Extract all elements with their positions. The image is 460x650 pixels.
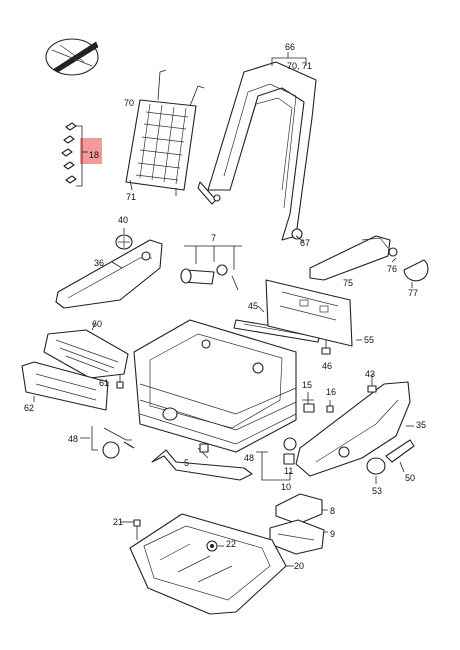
callout-60: 60 — [92, 319, 102, 329]
crossed-pencil-emblem-icon — [45, 38, 99, 76]
callout-43: 43 — [365, 369, 375, 379]
part-75-recline-handle — [295, 235, 429, 282]
callout-48-right: 48 — [244, 453, 254, 463]
part-15-16-46-fasteners — [302, 340, 334, 413]
callout-67: 67 — [300, 238, 310, 248]
callout-11: 11 — [284, 466, 293, 476]
seat-frame-assembly — [133, 319, 297, 453]
callout-70: 70 — [124, 98, 134, 108]
callout-48-left: 48 — [68, 434, 78, 444]
callout-50: 50 — [405, 473, 415, 483]
callout-8: 8 — [330, 506, 335, 516]
part-66-seatback-frame — [197, 52, 317, 241]
callout-77: 77 — [408, 288, 418, 298]
part-20-seat-base — [129, 513, 294, 615]
part-10-11-components — [256, 437, 297, 481]
part-36-side-trim — [55, 239, 163, 309]
callout-7: 7 — [211, 233, 216, 243]
part-5-fastener — [197, 443, 209, 459]
callout-76: 76 — [387, 264, 397, 274]
part-60-switch-panel — [43, 329, 129, 379]
part-62-lower-trim — [21, 361, 109, 411]
callout-53: 53 — [372, 486, 382, 496]
callout-66: 66 — [285, 42, 295, 52]
part-50-bracket — [385, 439, 415, 463]
highlight-box-18 — [80, 138, 102, 164]
callout-36: 36 — [94, 258, 104, 268]
callout-35: 35 — [416, 420, 426, 430]
callout-45: 45 — [248, 301, 258, 311]
part-7-motor-assembly — [180, 245, 242, 291]
callout-5: 5 — [184, 458, 189, 468]
callout-10: 10 — [281, 482, 291, 492]
callout-75: 75 — [343, 278, 353, 288]
callout-16: 16 — [326, 387, 336, 397]
part-53-knob — [366, 457, 386, 475]
part-70-seatback-spring-mat — [125, 69, 205, 196]
callout-70-71: 70, 71 — [287, 61, 312, 71]
part-61-screw — [116, 374, 124, 389]
part-40-adjuster-knob — [115, 228, 133, 250]
part-8-control-unit — [275, 493, 323, 525]
part-21-bolt — [133, 519, 141, 540]
callout-21: 21 — [113, 517, 123, 527]
part-9-housing — [269, 519, 325, 555]
part-55-mounting-plate — [265, 279, 353, 347]
callout-71: 71 — [126, 192, 136, 202]
part-18-clips — [61, 122, 102, 187]
part-35-side-shield — [295, 374, 411, 477]
callout-20: 20 — [294, 561, 304, 571]
callout-61: 61 — [99, 378, 109, 388]
callout-15: 15 — [302, 380, 312, 390]
callout-40: 40 — [118, 215, 128, 225]
callout-9: 9 — [330, 529, 335, 539]
part-48-cable — [91, 426, 253, 481]
callout-46: 46 — [322, 361, 332, 371]
callout-18: 18 — [89, 150, 99, 160]
callout-55: 55 — [364, 335, 374, 345]
callout-22: 22 — [226, 539, 236, 549]
callout-62: 62 — [24, 403, 34, 413]
